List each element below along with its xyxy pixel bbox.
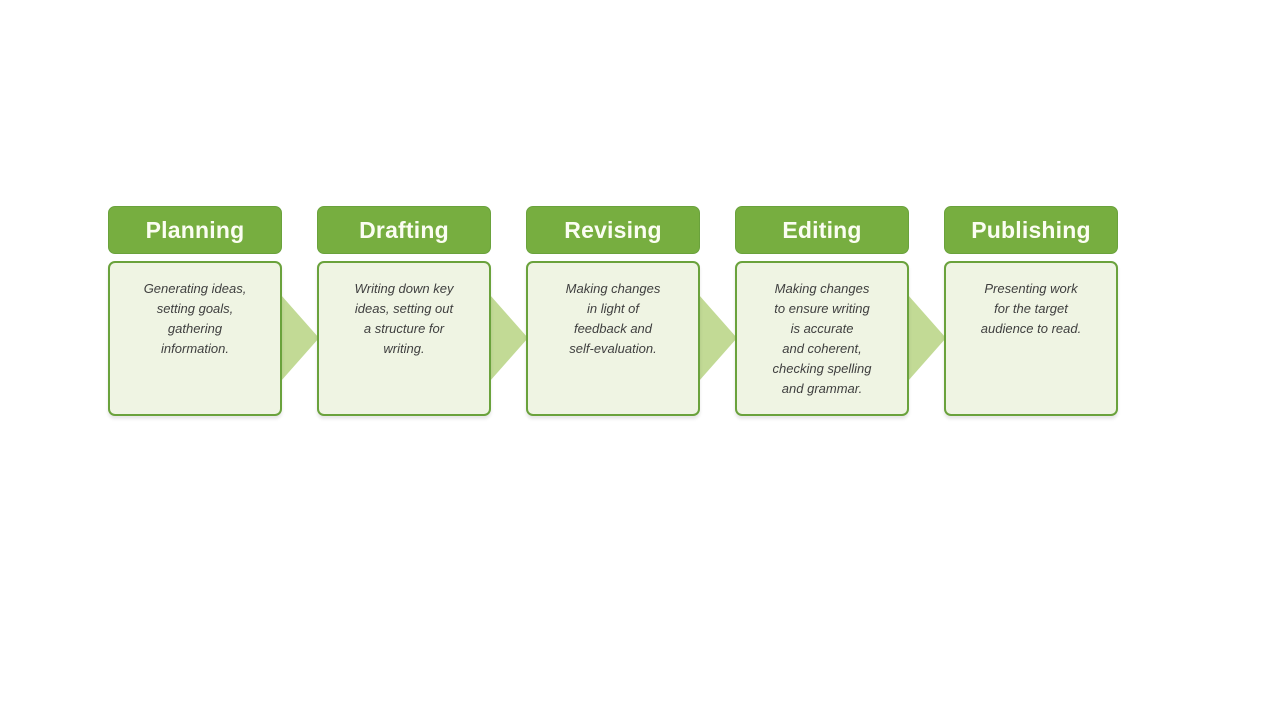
stage-title: Revising <box>564 216 662 243</box>
stage-title: Drafting <box>359 216 449 243</box>
writing-process-flow-diagram: Planning Generating ideas, setting goals… <box>108 206 1118 416</box>
stage-title: Publishing <box>971 216 1091 243</box>
stage-planning: Planning Generating ideas, setting goals… <box>108 206 319 416</box>
stage-editing-header: Editing <box>735 206 909 254</box>
stage-drafting: Drafting Writing down key ideas, setting… <box>317 206 528 416</box>
arrow-right-icon <box>281 295 319 381</box>
arrow-right-icon <box>699 295 737 381</box>
stage-planning-description: Generating ideas, setting goals, gatheri… <box>108 261 282 416</box>
stage-publishing-description: Presenting work for the target audience … <box>944 261 1118 416</box>
stage-revising-header: Revising <box>526 206 700 254</box>
stage-publishing: Publishing Presenting work for the targe… <box>944 206 1118 416</box>
stage-editing: Editing Making changes to ensure writing… <box>735 206 946 416</box>
stage-drafting-header: Drafting <box>317 206 491 254</box>
arrow-right-icon <box>490 295 528 381</box>
stage-planning-header: Planning <box>108 206 282 254</box>
stage-publishing-header: Publishing <box>944 206 1118 254</box>
arrow-right-icon <box>908 295 946 381</box>
stage-title: Editing <box>782 216 862 243</box>
stage-title: Planning <box>145 216 245 243</box>
stage-drafting-description: Writing down key ideas, setting out a st… <box>317 261 491 416</box>
stage-revising: Revising Making changes in light of feed… <box>526 206 737 416</box>
stage-editing-description: Making changes to ensure writing is accu… <box>735 261 909 416</box>
stage-revising-description: Making changes in light of feedback and … <box>526 261 700 416</box>
